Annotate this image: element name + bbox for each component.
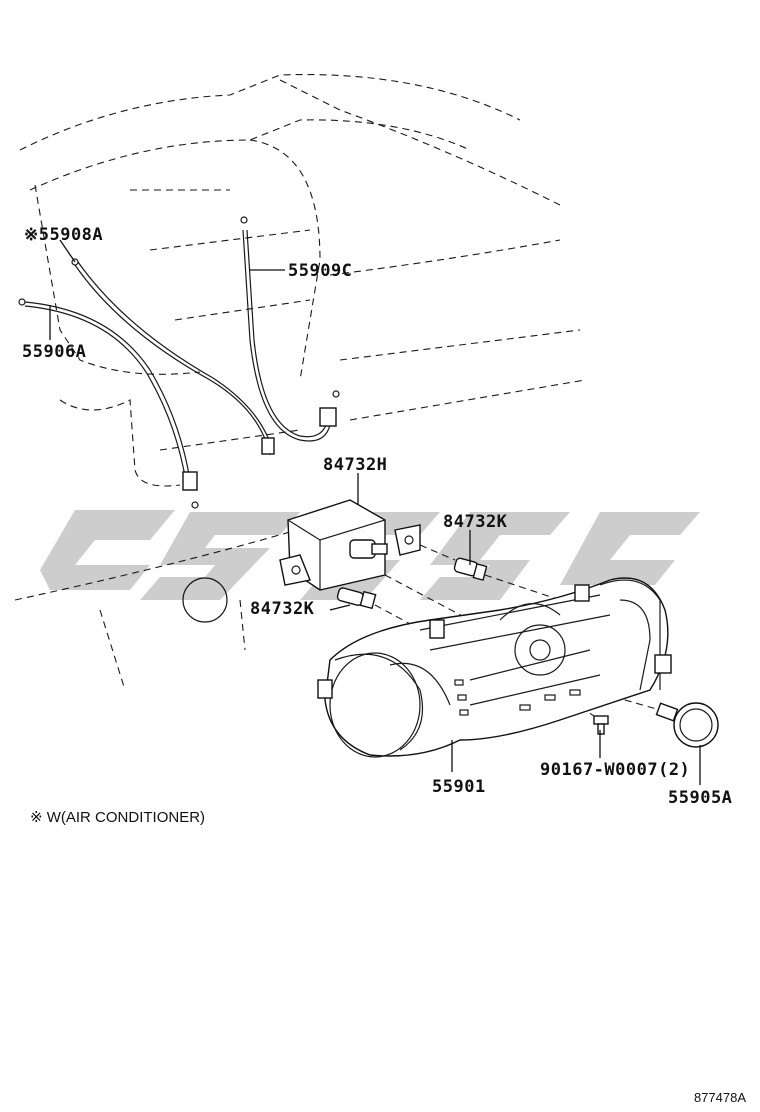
cable-55909C <box>240 216 340 442</box>
dashboard-outline <box>14 74 586 691</box>
bulb-84732K-left <box>336 587 377 610</box>
bulb-84732K-right <box>453 557 488 581</box>
screw-90167 <box>593 715 609 735</box>
label-55905A: 55905A <box>668 788 732 808</box>
label-55906A: 55906A <box>22 342 86 362</box>
knob-55905A <box>655 702 719 748</box>
control-panel-55901 <box>317 577 672 758</box>
panel-vents <box>454 679 581 716</box>
label-55901: 55901 <box>432 777 486 797</box>
label-84732H: 84732H <box>323 455 387 475</box>
switch-84732H <box>279 499 421 591</box>
label-84732K-right: 84732K <box>443 512 508 532</box>
label-84732K-left: 84732K <box>250 599 315 619</box>
label-55909C: 55909C <box>288 261 352 281</box>
diagram-code: 877478A <box>693 1090 746 1105</box>
cable-55908A <box>71 258 275 456</box>
cable-55906A <box>18 298 199 509</box>
footnote: ※ W(AIR CONDITIONER) <box>30 809 206 826</box>
label-90167-W0007: 90167-W0007(2) <box>540 760 690 780</box>
label-55908A: ※55908A <box>24 225 103 245</box>
leader-lines <box>49 239 701 785</box>
